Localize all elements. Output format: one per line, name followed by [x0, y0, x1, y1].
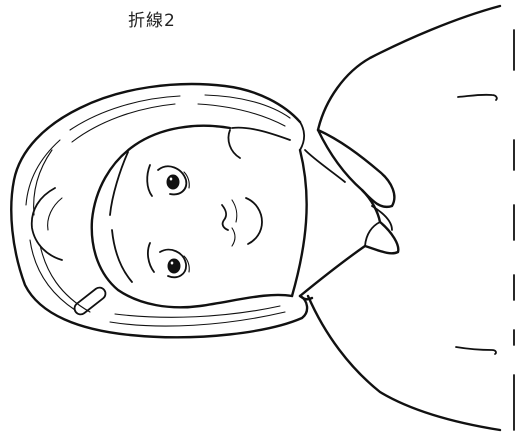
collar — [298, 128, 400, 301]
fold-line-label: 折線2 — [128, 11, 176, 31]
eyebrows — [146, 164, 155, 273]
sweater-body — [306, 4, 502, 432]
hair-clip — [73, 286, 107, 316]
mouth — [231, 197, 263, 247]
face — [90, 124, 308, 309]
hair — [10, 82, 309, 339]
eyes — [157, 165, 190, 279]
nose — [221, 204, 229, 231]
